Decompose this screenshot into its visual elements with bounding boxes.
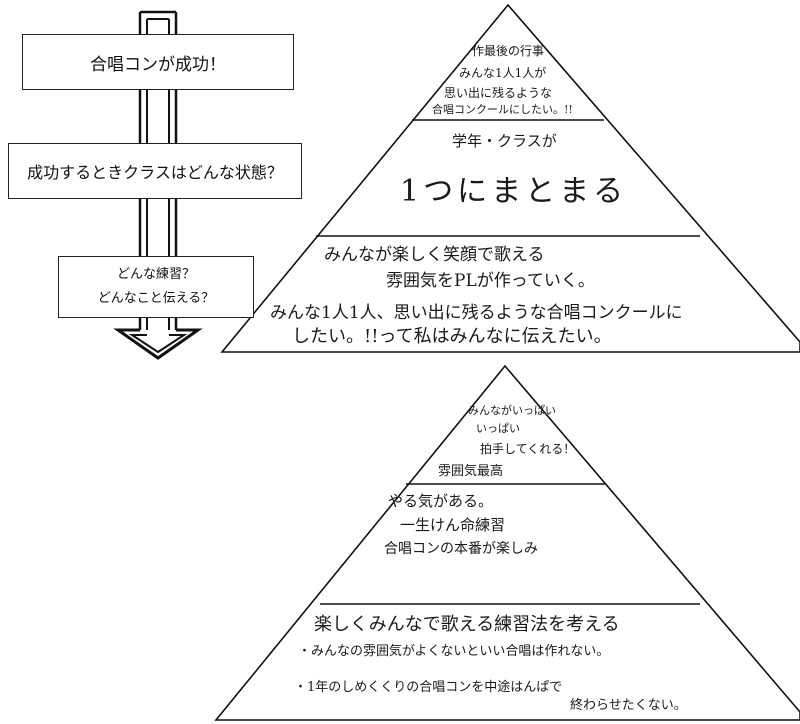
question-box: 成功するときクラスはどんな状態？ <box>8 143 302 199</box>
bottom-tier3-line-4: 終わらせたくない。 <box>570 698 687 713</box>
bottom-tier2-line-3: 合唱コンの本番が楽しみ <box>384 541 538 557</box>
top-tier2-line-1: 学年・クラスが <box>452 132 557 150</box>
top-tier2-line-2: 1つにまとまる <box>400 174 628 209</box>
top-tier1-line-4: 合唱コンクールにしたい。!! <box>432 103 573 116</box>
bottom-tier1-line-4: 雰囲気最高 <box>438 464 504 479</box>
top-tier1-line-2: みんな1人1人が <box>459 66 547 80</box>
bottom-tier1-line-1: みんながいっぱい <box>468 404 556 417</box>
arrow-head-inner <box>128 334 188 354</box>
top-tier1-line-1: 作最後の行事 <box>472 44 545 58</box>
bottom-tier2-line-2: 一生けん命練習 <box>400 516 506 534</box>
goal-text: 合唱コンが成功！ <box>90 54 226 75</box>
top-tier1-line-3: 思い出に残るような <box>444 86 553 100</box>
top-tier3-line-2: 雰囲気をPLが作っていく。 <box>386 271 595 291</box>
question-text: 成功するときクラスはどんな状態？ <box>27 163 283 182</box>
pyramid-bottom-outline <box>214 364 800 721</box>
arrow-head <box>113 328 203 360</box>
bottom-tier2-line-1: やる気がある。 <box>388 492 494 510</box>
top-tier3-line-3: みんな1人1人、思い出に残るような合唱コンクールに <box>270 303 683 323</box>
pyramid-top <box>220 3 800 353</box>
bottom-tier3-line-3: ・1年のしめくくりの合唱コンを中途はんぱで <box>294 680 563 695</box>
bottom-tier1-line-3: 拍手してくれる！ <box>480 442 576 456</box>
bottom-tier1-line-2: いっぱい <box>476 422 520 435</box>
pyramid-bottom <box>214 364 800 721</box>
goal-box: 合唱コンが成功！ <box>22 34 294 90</box>
practice-line-2: どんなこと伝える？ <box>97 291 215 306</box>
practice-line-1: どんな練習？ <box>116 267 195 282</box>
practice-box: どんな練習？ どんなこと伝える？ <box>58 256 254 318</box>
bottom-tier3-line-2: ・みんなの雰囲気がよくないといい合唱は作れない。 <box>298 644 610 659</box>
bottom-tier3-line-1: 楽しくみんなで歌える練習法を考える <box>314 614 620 635</box>
top-tier3-line-4: したい。!!って私はみんなに伝えたい。 <box>292 326 612 347</box>
top-tier3-line-1: みんなが楽しく笑顔で歌える <box>324 245 545 265</box>
